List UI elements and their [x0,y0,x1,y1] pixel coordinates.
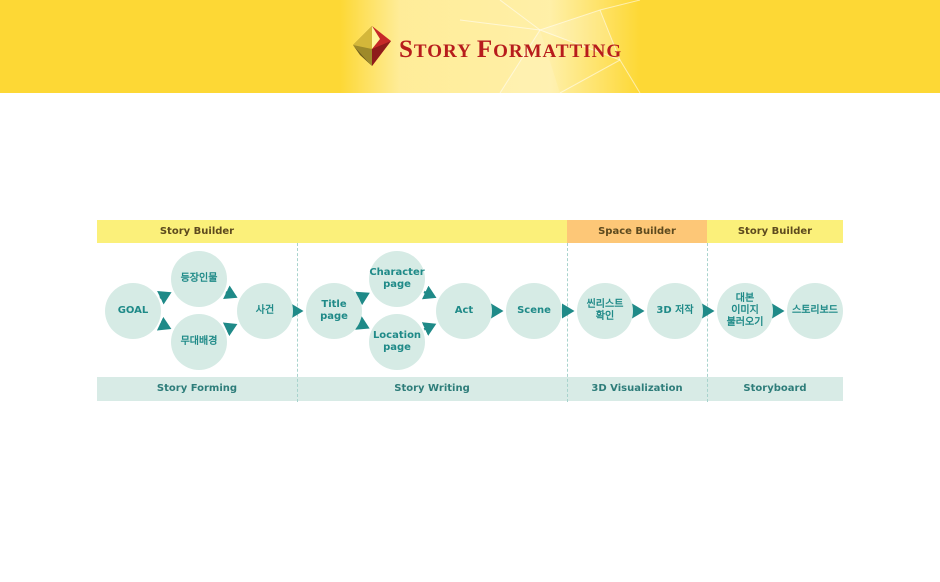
node-3d-authoring: 3D 저작 [647,283,703,339]
node-goal: GOAL [105,283,161,339]
top-section-story-builder-2: Story Builder [707,220,843,243]
node-title-page: Title page [306,283,362,339]
workflow-diagram: Story Builder Space Builder Story Builde… [97,220,843,402]
polyhedron-icon [353,26,391,66]
top-section-space-builder: Space Builder [567,220,707,243]
node-act: Act [436,283,492,339]
node-characters: 등장인물 [171,251,227,307]
arrow-stage-to-event [222,322,238,337]
node-character-page: Character page [369,251,425,307]
arrow-goal-to-characters [157,291,172,305]
arrow-layer [156,285,785,337]
node-stage: 무대배경 [171,314,227,370]
banner-decoration [459,0,641,93]
node-location-page: Location page [369,314,425,370]
section-divider [297,243,298,402]
section-divider [567,243,568,402]
logo-letter-f: F [476,36,494,63]
bottom-section-story-writing: Story Writing [297,377,567,401]
logo-word-formatting: ORMATTING [493,41,623,62]
top-section-label: Story Builder [159,226,235,237]
node-load-images: 대본 이미지 불러오기 [717,283,773,339]
logo-word-story: TORY [413,41,477,62]
banner-glow [340,0,640,93]
arrow-title_page-to-location_page [355,316,370,330]
node-storyboard: 스토리보드 [787,283,843,339]
bottom-section-3d-visualization: 3D Visualization [567,377,707,401]
logo-title: STORY FORMATTING [399,36,622,64]
top-section-story-builder-1: Story Builder [97,220,567,243]
arrow-goal-to-stage [156,316,172,331]
node-scene: Scene [506,283,562,339]
node-event: 사건 [237,283,293,339]
bottom-section-storyboard: Storyboard [707,377,843,401]
header-banner: STORY FORMATTING [0,0,940,93]
node-scene-list: 씬리스트 확인 [577,283,633,339]
arrow-characters-to-event [223,285,238,299]
arrow-character_page-to-act [421,285,437,300]
arrow-location_page-to-act [421,322,437,336]
arrow-title_page-to-character_page [355,291,370,306]
section-divider [707,243,708,402]
bottom-section-story-forming: Story Forming [97,377,297,401]
logo-letter-s: S [399,36,414,63]
